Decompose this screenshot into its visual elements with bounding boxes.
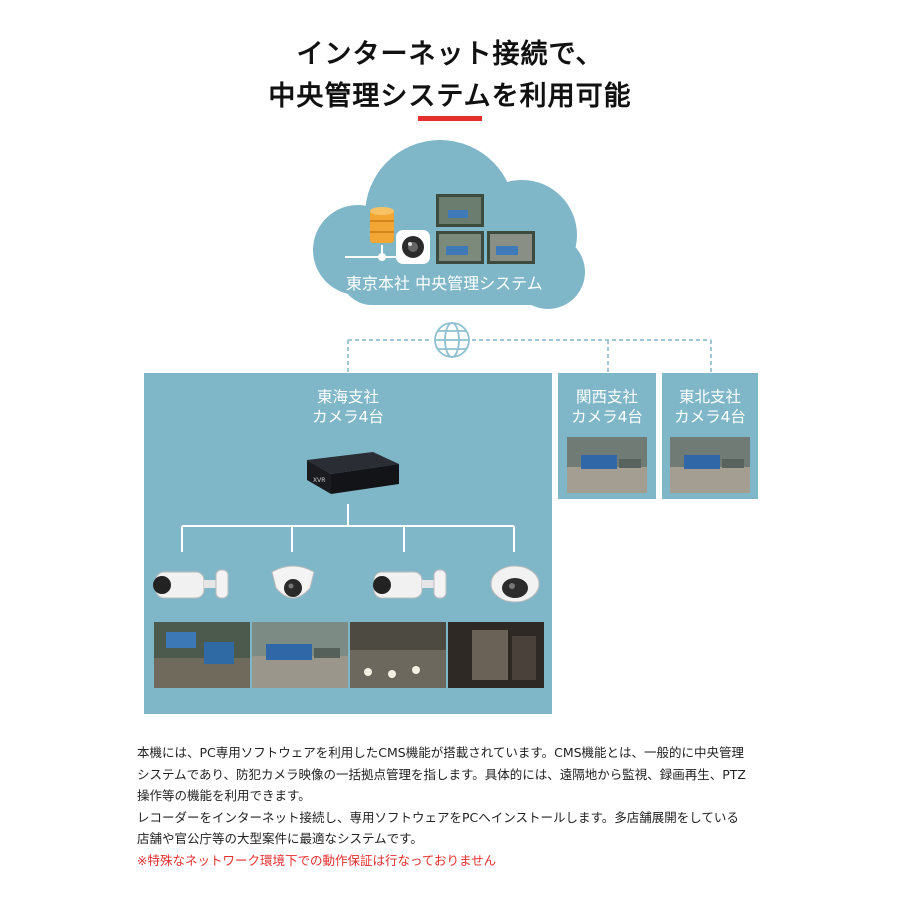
cloud-label: 東京本社 中央管理システム xyxy=(346,274,543,293)
description-line: 本機には、PC専用ソフトウェアを利用したCMS機能が搭載されています。CMS機能… xyxy=(137,745,745,760)
camera-lens-icon xyxy=(396,230,430,264)
camera-feed-thumbnail xyxy=(350,622,446,688)
monitor-grid-icon xyxy=(436,194,536,270)
globe-icon xyxy=(434,322,470,358)
camera-feed-thumbnail xyxy=(448,622,544,688)
branch-kansai-name: 関西支社 xyxy=(575,388,638,406)
camera-feed-thumbnail xyxy=(154,622,250,688)
branch-tohoku-cameras: カメラ4台 xyxy=(674,408,746,426)
recorder-icon: XVR xyxy=(307,452,399,494)
page-title-line1: インターネット接続で、 xyxy=(296,39,604,70)
branch-tohoku-name: 東北支社 xyxy=(678,388,741,406)
description-line: システムであり、防犯カメラ映像の一括拠点管理を指します。具体的には、遠隔地から監… xyxy=(137,766,746,782)
tohoku-camera-feed xyxy=(670,437,750,493)
page-title-line2: 中央管理システムを利用可能 xyxy=(268,81,632,112)
camera-feed-thumbnail xyxy=(252,622,348,688)
cloud-icons xyxy=(345,207,430,264)
bullet-camera-icon xyxy=(373,569,447,599)
database-icon xyxy=(370,207,394,243)
branch-tokai-name: 東海支社 xyxy=(316,388,379,406)
description-note: ※特殊なネットワーク環境下での動作保証は行なっておりません xyxy=(137,852,497,868)
description-line: 操作等の機能を利用できます。 xyxy=(137,788,311,803)
dome-camera-icon xyxy=(271,565,315,599)
dome-camera-icon xyxy=(490,565,540,603)
description-line: レコーダーをインターネット接続し、専用ソフトウェアをPCへインストールします。多… xyxy=(137,809,739,825)
tokai-camera-feeds xyxy=(154,622,544,688)
branch-kansai-cameras: カメラ4台 xyxy=(571,408,643,426)
recorder-label: XVR xyxy=(313,477,325,484)
title-underline xyxy=(418,116,482,121)
kansai-camera-feed xyxy=(567,437,647,493)
branch-tokai-cameras: カメラ4台 xyxy=(312,408,384,426)
network-lines xyxy=(347,339,712,373)
camera-tree-lines xyxy=(181,504,515,552)
description-line: 店舗や官公庁等の大型案件に最適なシステムです。 xyxy=(137,831,423,846)
description-block: 本機には、PC専用ソフトウェアを利用したCMS機能が搭載されています。CMS機能… xyxy=(137,742,777,871)
bullet-camera-icon xyxy=(153,569,229,599)
